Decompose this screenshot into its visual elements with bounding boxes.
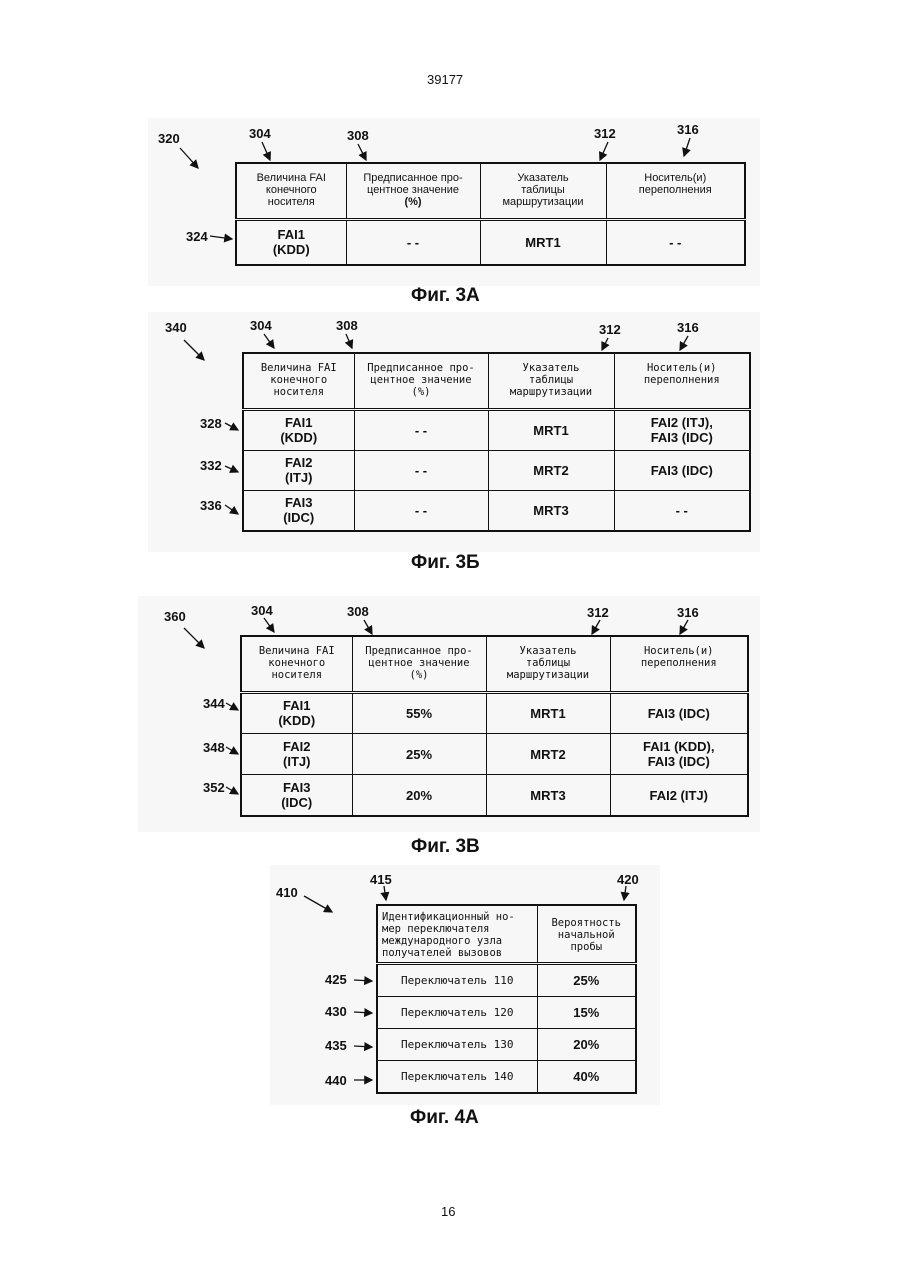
arrow-316 (680, 336, 688, 350)
arrow-312 (602, 338, 608, 350)
arrow-312 (592, 620, 600, 634)
arrow-340 (184, 340, 204, 360)
arrow-410 (304, 896, 332, 912)
arrow-308 (346, 334, 352, 348)
arrow-324 (210, 236, 232, 239)
arrow-316 (680, 620, 688, 634)
arrow-328 (225, 423, 238, 430)
arrow-348 (226, 747, 238, 754)
arrow-308 (364, 620, 372, 634)
arrow-308 (358, 144, 366, 160)
arrow-425 (354, 980, 372, 981)
arrow-360 (184, 628, 204, 648)
arrow-304 (262, 142, 270, 160)
arrow-336 (225, 505, 238, 514)
arrow-420 (624, 886, 626, 900)
arrow-312 (600, 142, 608, 160)
arrow-320 (180, 148, 198, 168)
arrow-352 (226, 787, 238, 794)
arrow-304 (264, 334, 274, 348)
arrow-332 (225, 466, 238, 472)
arrow-316 (684, 138, 690, 156)
arrow-415 (384, 886, 386, 900)
arrow-344 (226, 703, 238, 710)
arrow-430 (354, 1012, 372, 1013)
arrow-304 (264, 618, 274, 632)
arrow-435 (354, 1046, 372, 1047)
